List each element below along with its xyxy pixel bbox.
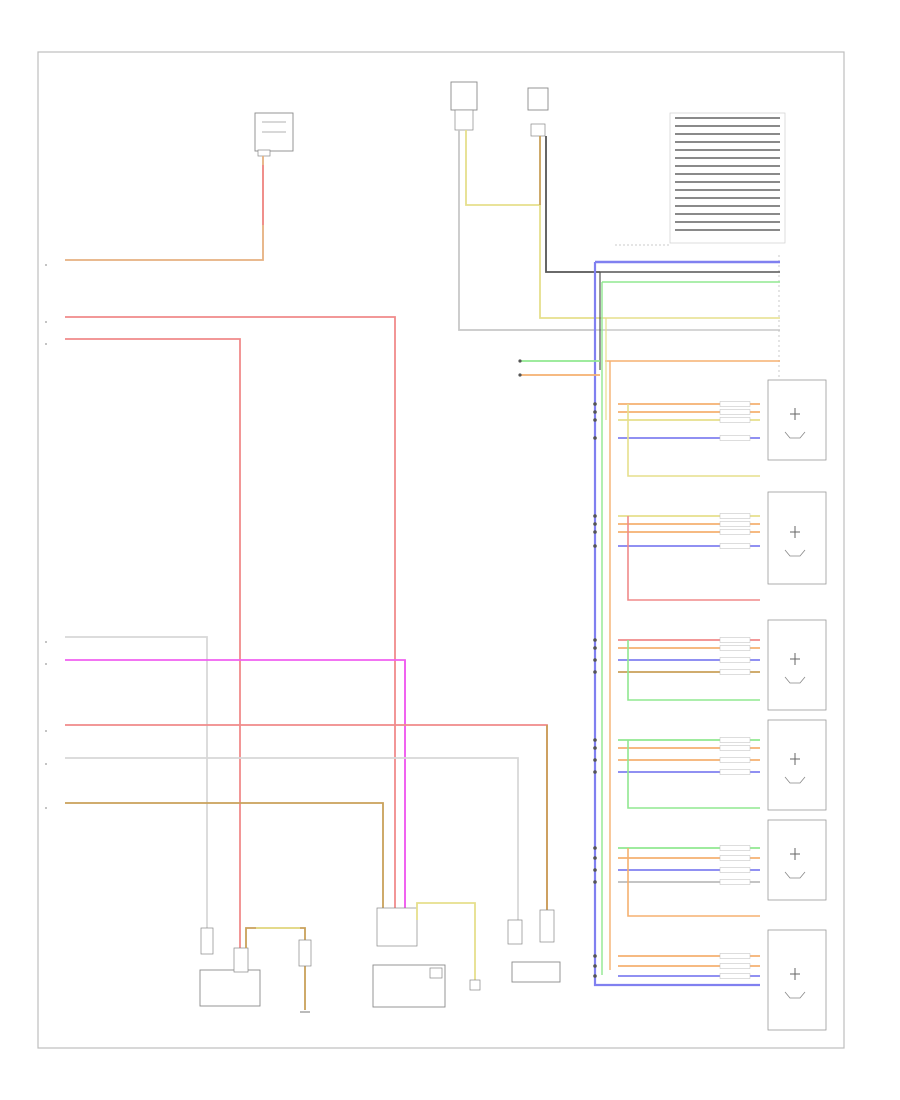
module-pin-label [719,417,751,423]
wire-red-long-1 [65,316,396,920]
module-ground [784,776,806,784]
module-pin-label [719,529,751,535]
module-pin-label [719,409,751,415]
wire-red-long-2 [65,338,241,950]
splice-dot [593,974,597,978]
top-right-bus-connector [615,112,786,246]
splice-dot [593,410,597,414]
splice-dot [593,658,597,662]
module-body [767,819,827,901]
splice-dot [593,418,597,422]
bottom-right-connector [507,909,561,983]
module-pin-label [719,521,751,527]
right-module-6 [593,929,827,1031]
module-loop-wire [627,404,760,477]
module-pin-label [719,745,751,751]
module-pin-label [719,953,751,959]
module-pin-label [719,657,751,663]
module-pin-label [719,645,751,651]
module-body [767,929,827,1031]
splice-dot [593,856,597,860]
module-pin-label [719,737,751,743]
splice-dot [593,530,597,534]
module-pin-label [719,963,751,969]
module-loop-wire [627,516,760,601]
module-loop-wire [627,848,760,917]
splice-dot [593,670,597,674]
wire-magenta-long [65,659,406,920]
module-body [767,619,827,711]
module-body [767,379,827,461]
splice-dot [593,846,597,850]
module-pin-label [719,845,751,851]
module-body [767,719,827,811]
module-ground [784,871,806,879]
module-loop-wire [627,640,760,701]
module-ground [784,549,806,557]
module-pin-label [719,855,751,861]
module-pin-label [719,669,751,675]
module-pin-label [719,543,751,549]
splice-dot [593,514,597,518]
splice-dot [593,954,597,958]
diagram-frame [37,51,845,1049]
right-module-2 [593,491,827,601]
module-body [767,491,827,585]
module-pin-label [719,769,751,775]
top-center-sensor-a [450,81,478,131]
splice-dot [593,738,597,742]
splice-dot [593,522,597,526]
right-bus-trunk [593,260,780,987]
splice-dot [593,402,597,406]
bottom-ground-1 [298,939,312,1013]
wire-blue-trunk [593,262,760,987]
module-pin-label [719,973,751,979]
module-pin-label [719,637,751,643]
splice-dot [593,770,597,774]
module-ground [784,431,806,439]
splice-dot [593,880,597,884]
wire-red-tan-mid [65,724,548,920]
splice-dot [593,638,597,642]
top-center-sensor-b [527,87,549,137]
right-module-1 [593,379,827,477]
wire-white-left [65,636,208,935]
wire-white-mid [65,757,519,920]
splice-dot [593,544,597,548]
right-module-5 [593,819,827,917]
module-pin-label [719,435,751,441]
wire-yellow-center [416,902,476,985]
module-pin-label [719,401,751,407]
right-module-4 [593,719,827,811]
module-pin-label [719,757,751,763]
right-components [593,379,827,1031]
module-ground [784,991,806,999]
junction-left-of-bus [518,359,600,377]
bottom-center-module [372,907,446,1008]
module-pin-label [719,513,751,519]
left-pin-markers [45,264,47,809]
splice-dot [593,436,597,440]
top-left-source-component [254,112,294,157]
splice-dot [593,746,597,750]
wire-yellow-sensor-a [465,130,541,270]
module-ground [784,676,806,684]
splice-dot [593,758,597,762]
module-pin-label [719,867,751,873]
wire-tan-lower [65,802,384,920]
wire-red-yellow-top-left [65,156,264,261]
right-module-3 [593,619,827,711]
bottom-left-module [199,927,261,1007]
bottom-ground-2 [469,979,481,991]
module-loop-wire [627,740,760,809]
splice-dot [593,646,597,650]
splice-dot [593,964,597,968]
module-pin-label [719,879,751,885]
splice-dot [593,868,597,872]
